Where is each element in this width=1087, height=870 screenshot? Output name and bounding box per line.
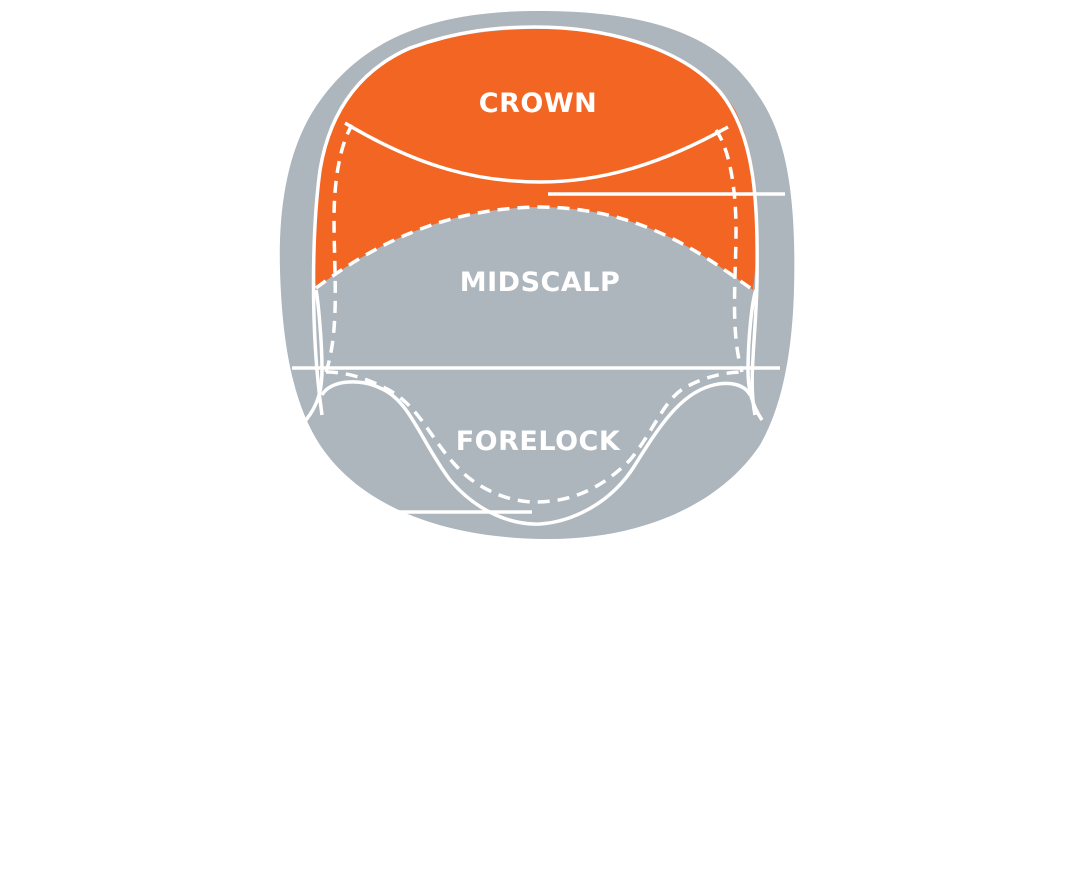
dashed-midscalp-contour [324, 124, 744, 373]
crown-outline [311, 25, 759, 416]
dashed-forelock-contour [325, 370, 743, 504]
crown-boundary [344, 121, 729, 184]
crown-label: CROWN [479, 88, 597, 119]
crown-region [313, 28, 758, 290]
dashed-midscalp-boundary [314, 205, 755, 292]
right-side-contour [746, 289, 764, 421]
left-side-contour [304, 289, 324, 422]
midscalp-label: MIDSCALP [460, 267, 620, 298]
forelock-label: FORELOCK [456, 426, 621, 457]
forelock-boundary [320, 380, 752, 526]
